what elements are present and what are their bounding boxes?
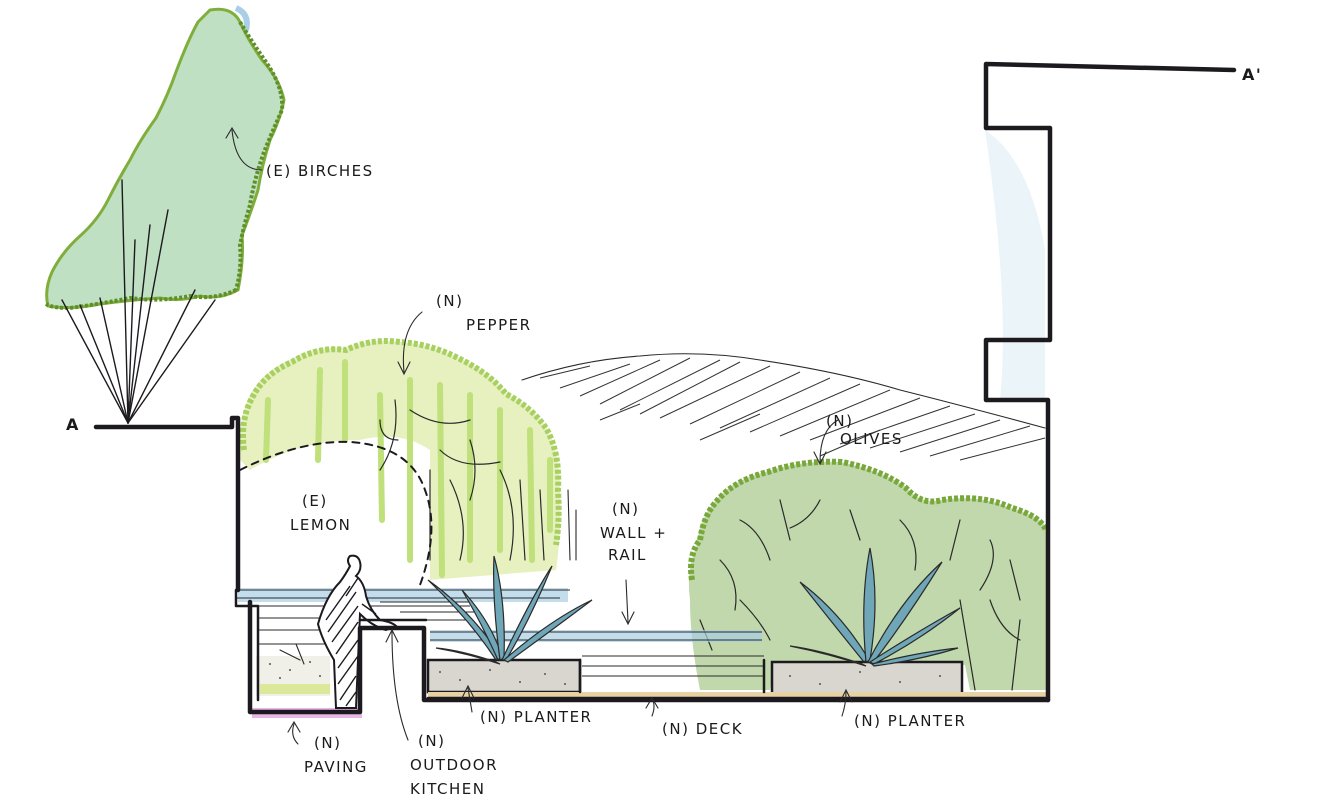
wall-leader xyxy=(625,579,629,623)
birches-edge-right xyxy=(234,20,285,291)
wall-leader-arrow xyxy=(621,611,635,626)
paving-leader xyxy=(292,723,299,745)
label-wall-line2: WALL + xyxy=(600,524,667,542)
label-wall-line1: (N) xyxy=(612,500,639,518)
label-kitchen-line2: OUTDOOR xyxy=(410,756,498,774)
planter-right-leader xyxy=(841,691,847,717)
agave-left xyxy=(427,555,593,665)
label-paving-line1: (N) xyxy=(314,734,341,752)
olive-edge xyxy=(688,458,1049,581)
planter-right-box xyxy=(770,660,964,696)
birches-leader xyxy=(231,129,263,171)
birch-trunk-7 xyxy=(127,209,169,424)
birches-edge-bottom xyxy=(44,288,237,311)
label-birches: (E) BIRCHES xyxy=(266,162,374,180)
kitchen-leader xyxy=(391,631,409,741)
section-mark-end: A' xyxy=(1242,65,1262,84)
label-pepper-line1: (N) xyxy=(436,292,463,310)
label-lemon-line2: LEMON xyxy=(290,516,351,534)
sky-wash xyxy=(985,130,1045,400)
lemon-outline xyxy=(239,440,433,586)
label-planter-left: (N) PLANTER xyxy=(480,708,592,726)
leaders-bottom xyxy=(287,628,853,745)
birch-trunk-2 xyxy=(79,304,129,424)
label-olives-line1: (N) xyxy=(826,412,853,430)
section-kitchen-pit xyxy=(247,599,1051,715)
birch-trunk-3 xyxy=(99,297,129,424)
birches-leader-arrow xyxy=(225,126,239,139)
birches-canopy xyxy=(45,7,286,310)
birch-trunk-1 xyxy=(61,299,129,424)
planter-right xyxy=(770,660,964,696)
birch-trunk-5 xyxy=(127,239,136,424)
deck-bench xyxy=(578,658,766,694)
label-lemon-line1: (E) xyxy=(302,492,328,510)
lemon-tree xyxy=(239,440,433,586)
pepper-tree xyxy=(239,311,562,580)
planter-left-leader xyxy=(467,687,473,713)
olives-leader xyxy=(819,419,839,463)
planter-left-box xyxy=(426,658,582,694)
label-olives-line2: OLIVES xyxy=(840,430,903,448)
sky-wash-top xyxy=(234,5,250,31)
birch-trunk-9 xyxy=(127,299,216,424)
pepper-leader-arrow xyxy=(397,361,411,376)
planter-left xyxy=(426,658,582,694)
label-kitchen-line1: (N) xyxy=(418,732,445,750)
label-kitchen-line3: KITCHEN xyxy=(410,780,486,798)
kitchen-green xyxy=(260,684,330,694)
birch-trunk-8 xyxy=(127,289,196,424)
distant-hill xyxy=(521,353,1046,461)
label-planter-right: (N) PLANTER xyxy=(854,712,966,730)
section-ground-left xyxy=(93,415,241,593)
section-mark-start: A xyxy=(66,415,80,434)
label-deck: (N) DECK xyxy=(662,720,743,738)
deck-board xyxy=(428,692,1048,698)
label-pepper-line2: PEPPER xyxy=(466,316,532,334)
label-paving-line2: PAVING xyxy=(304,758,368,776)
pepper-leader xyxy=(402,311,423,373)
section-curb-left xyxy=(234,588,260,702)
birches-tree xyxy=(44,7,286,424)
olives-leader-arrow xyxy=(813,451,827,466)
birch-trunk-6 xyxy=(127,224,151,424)
hill-outline xyxy=(521,353,1046,429)
agave-right xyxy=(789,547,961,667)
label-wall-line3: RAIL xyxy=(608,546,647,564)
pepper-edge xyxy=(240,338,562,546)
birch-trunk-4 xyxy=(121,179,129,424)
section-cut-line xyxy=(93,61,1237,715)
wall-and-rail xyxy=(236,579,764,677)
section-building xyxy=(983,61,1237,703)
